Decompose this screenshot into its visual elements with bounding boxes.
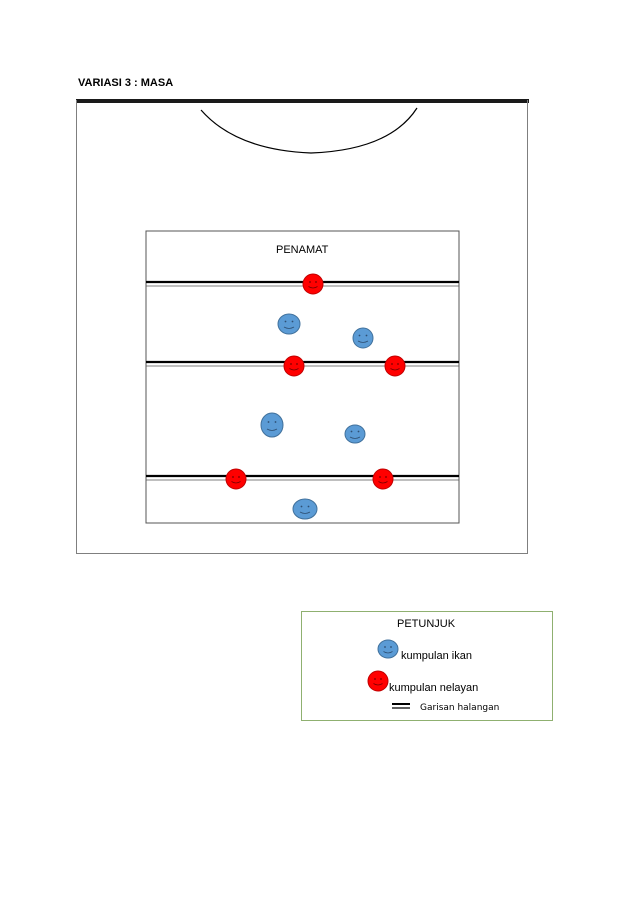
legend-title: PETUNJUK: [397, 618, 456, 630]
finish-label: PENAMAT: [276, 244, 329, 256]
court-arc: [200, 107, 418, 154]
fisherman-smiley-icon: [225, 468, 247, 490]
legend-fisherman-label: kumpulan nelayan: [389, 682, 479, 694]
fisherman-smiley-icon: [283, 355, 305, 377]
fish-smiley-icon: [260, 412, 284, 438]
inner-field: [145, 230, 460, 524]
court-top-line: [76, 99, 529, 103]
legend-barrier-icon: [392, 703, 410, 709]
fish-smiley-icon: [277, 313, 301, 335]
barrier-line-3: [146, 474, 459, 481]
fish-smiley-icon: [344, 424, 366, 444]
legend-fish-icon: [377, 639, 399, 659]
barrier-line-1: [146, 280, 459, 287]
fish-smiley-icon: [352, 327, 374, 349]
fish-smiley-icon: [292, 498, 318, 520]
legend-fish-label: kumpulan ikan: [401, 650, 472, 662]
legend-barrier-label: Garisan halangan: [420, 703, 500, 713]
court-boundary: [76, 100, 528, 554]
page-title: VARIASI 3 : MASA: [78, 77, 174, 89]
fisherman-smiley-icon: [384, 355, 406, 377]
fisherman-smiley-icon: [302, 273, 324, 295]
fisherman-smiley-icon: [372, 468, 394, 490]
legend-fisherman-icon: [367, 670, 389, 692]
legend-box: [301, 611, 553, 721]
